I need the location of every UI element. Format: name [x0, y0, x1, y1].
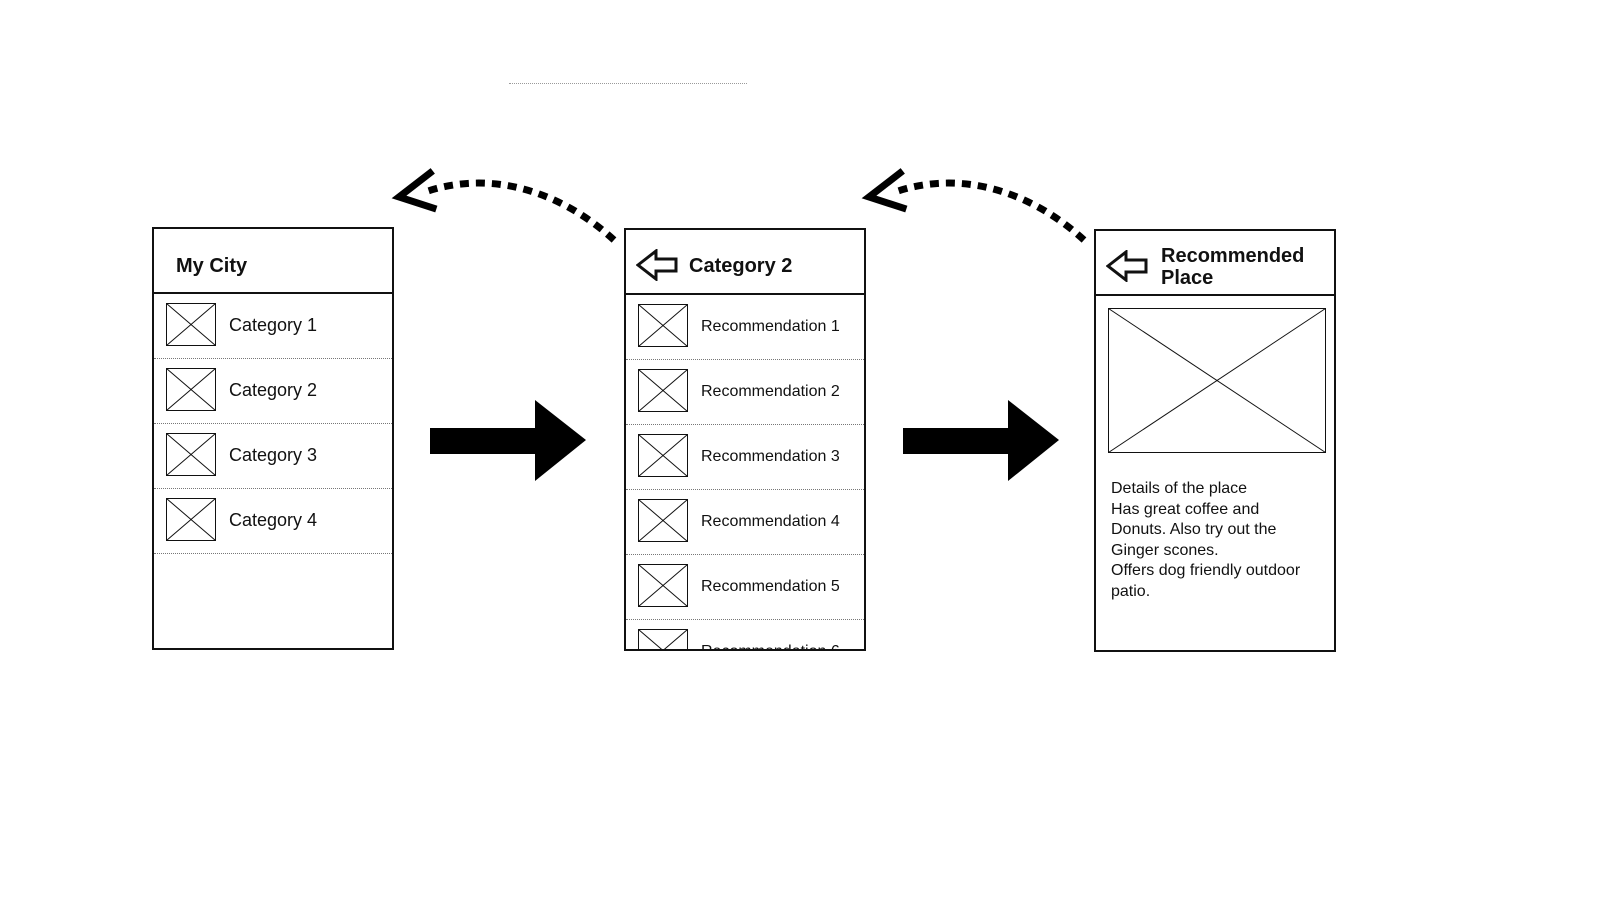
recommendation-label: Recommendation 5 — [701, 578, 840, 595]
detail-screen: Recommended Place Details of the place H… — [1094, 229, 1336, 652]
category-row-1[interactable]: Category 1 — [154, 294, 392, 359]
category-label: Category 3 — [229, 445, 318, 465]
image-placeholder-icon — [638, 499, 688, 542]
home-header: My City — [154, 229, 392, 294]
back-arrow-icon[interactable] — [1106, 250, 1150, 282]
home-title: My City — [176, 255, 248, 277]
category-row-2[interactable]: Category 2 — [154, 359, 392, 424]
image-placeholder-icon — [638, 434, 688, 477]
dotted-return-arrow-icon — [861, 168, 1087, 243]
home-screen: My City Category 1 Category 2 Category 3… — [152, 227, 394, 650]
category-title: Category 2 — [689, 255, 793, 277]
category-header: Category 2 — [626, 230, 864, 295]
recommendation-label: Recommendation 1 — [701, 318, 840, 335]
image-placeholder-icon — [166, 498, 216, 541]
recommendation-row-3[interactable]: Recommendation 3 — [626, 425, 864, 490]
category-row-4[interactable]: Category 4 — [154, 489, 392, 554]
category-label: Category 2 — [229, 380, 318, 400]
recommendation-label: Recommendation 4 — [701, 513, 840, 530]
top-divider — [509, 83, 747, 84]
recommendation-row-5[interactable]: Recommendation 5 — [626, 555, 864, 620]
image-placeholder-icon — [638, 629, 688, 649]
image-placeholder-icon — [1108, 308, 1326, 453]
back-arrow-icon[interactable] — [636, 249, 680, 281]
detail-title-line-2: Place — [1161, 267, 1214, 289]
image-placeholder-icon — [638, 369, 688, 412]
detail-header: Recommended Place — [1096, 231, 1334, 296]
image-placeholder-icon — [638, 304, 688, 347]
category-label: Category 1 — [229, 315, 318, 335]
recommendation-row-2[interactable]: Recommendation 2 — [626, 360, 864, 425]
recommendation-row-1[interactable]: Recommendation 1 — [626, 295, 864, 360]
image-placeholder-icon — [166, 433, 216, 476]
details-line: Donuts. Also try out the — [1111, 521, 1277, 538]
forward-arrow-icon — [430, 400, 586, 481]
category-screen: Category 2 Recommendation 1 Recommendati… — [624, 228, 866, 651]
category-label: Category 4 — [229, 510, 318, 530]
detail-title-line-1: Recommended — [1161, 245, 1305, 267]
recommendation-label: Recommendation 2 — [701, 383, 840, 400]
details-line: patio. — [1111, 582, 1151, 600]
image-placeholder-icon — [166, 368, 216, 411]
image-placeholder-icon — [638, 564, 688, 607]
dotted-return-arrow-icon — [391, 168, 617, 243]
recommendation-label: Recommendation 6 — [701, 641, 840, 649]
place-details: Details of the place Has great coffee an… — [1111, 479, 1326, 602]
category-row-3[interactable]: Category 3 — [154, 424, 392, 489]
details-line: Offers dog friendly outdoor — [1111, 562, 1301, 579]
details-line: Details of the place — [1111, 480, 1248, 497]
detail-title: Recommended Place — [1161, 245, 1304, 289]
image-placeholder-icon — [166, 303, 216, 346]
details-line: Has great coffee and — [1111, 500, 1260, 518]
recommendation-row-6[interactable]: Recommendation 6 — [626, 620, 864, 649]
forward-arrow-icon — [903, 400, 1059, 481]
recommendation-label: Recommendation 3 — [701, 448, 840, 465]
recommendation-row-4[interactable]: Recommendation 4 — [626, 490, 864, 555]
details-line: Ginger scones. — [1111, 541, 1219, 559]
